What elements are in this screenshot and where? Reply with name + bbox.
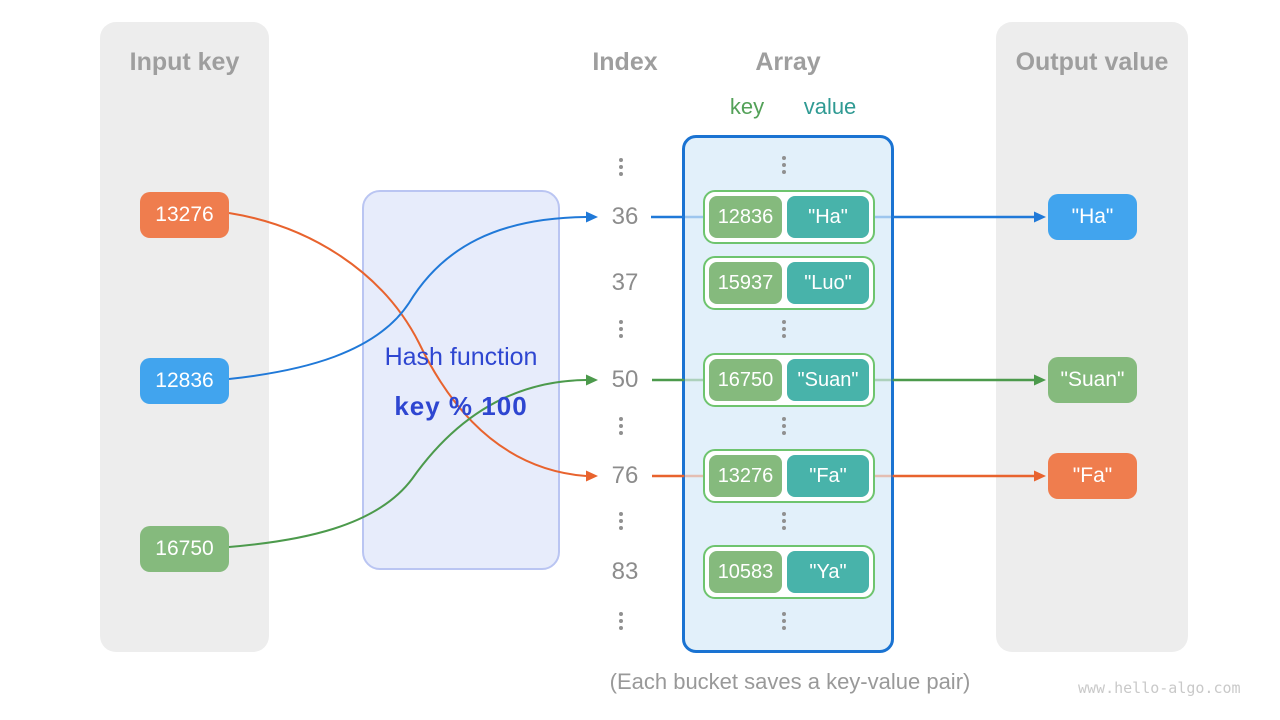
value-column-header: value bbox=[803, 94, 857, 119]
bucket-value: "Ya" bbox=[787, 551, 869, 593]
output-value-title: Output value bbox=[1015, 48, 1169, 76]
output-value-ha: "Ha" bbox=[1048, 194, 1137, 240]
index-title: Index bbox=[592, 48, 658, 76]
ellipsis-dots bbox=[782, 417, 786, 435]
ellipsis-dots bbox=[619, 320, 623, 338]
ellipsis-dots bbox=[782, 320, 786, 338]
key-column-header: key bbox=[729, 94, 765, 119]
ellipsis-dots bbox=[619, 512, 623, 530]
hash-function-box bbox=[362, 190, 560, 570]
ellipsis-dots bbox=[619, 158, 623, 176]
bucket-key: 12836 bbox=[709, 196, 782, 238]
index-37: 37 bbox=[611, 269, 639, 296]
hash-function-label: Hash function bbox=[384, 343, 538, 371]
diagram-caption: (Each bucket saves a key-value pair) bbox=[609, 669, 971, 694]
bucket-row-76: 13276 "Fa" bbox=[703, 449, 875, 503]
output-value-fa: "Fa" bbox=[1048, 453, 1137, 499]
ellipsis-dots bbox=[782, 156, 786, 174]
ellipsis-dots bbox=[782, 512, 786, 530]
ellipsis-dots bbox=[782, 612, 786, 630]
bucket-value: "Fa" bbox=[787, 455, 869, 497]
input-key-title: Input key bbox=[129, 48, 240, 76]
index-83: 83 bbox=[611, 558, 639, 585]
array-title: Array bbox=[755, 48, 821, 76]
bucket-key: 15937 bbox=[709, 262, 782, 304]
bucket-row-36: 12836 "Ha" bbox=[703, 190, 875, 244]
bucket-key: 13276 bbox=[709, 455, 782, 497]
bucket-row-50: 16750 "Suan" bbox=[703, 353, 875, 407]
output-value-suan: "Suan" bbox=[1048, 357, 1137, 403]
bucket-key: 16750 bbox=[709, 359, 782, 401]
bucket-value: "Suan" bbox=[787, 359, 869, 401]
input-key-13276: 13276 bbox=[140, 192, 229, 238]
bucket-key: 10583 bbox=[709, 551, 782, 593]
index-76: 76 bbox=[611, 462, 639, 489]
bucket-row-83: 10583 "Ya" bbox=[703, 545, 875, 599]
watermark: www.hello-algo.com bbox=[1078, 679, 1241, 697]
hash-function-formula: key % 100 bbox=[394, 391, 528, 421]
input-key-12836: 12836 bbox=[140, 358, 229, 404]
ellipsis-dots bbox=[619, 417, 623, 435]
bucket-row-37: 15937 "Luo" bbox=[703, 256, 875, 310]
index-36: 36 bbox=[611, 203, 639, 230]
ellipsis-dots bbox=[619, 612, 623, 630]
input-key-16750: 16750 bbox=[140, 526, 229, 572]
bucket-value: "Ha" bbox=[787, 196, 869, 238]
index-50: 50 bbox=[611, 366, 639, 393]
output-value-panel bbox=[996, 22, 1188, 652]
bucket-value: "Luo" bbox=[787, 262, 869, 304]
